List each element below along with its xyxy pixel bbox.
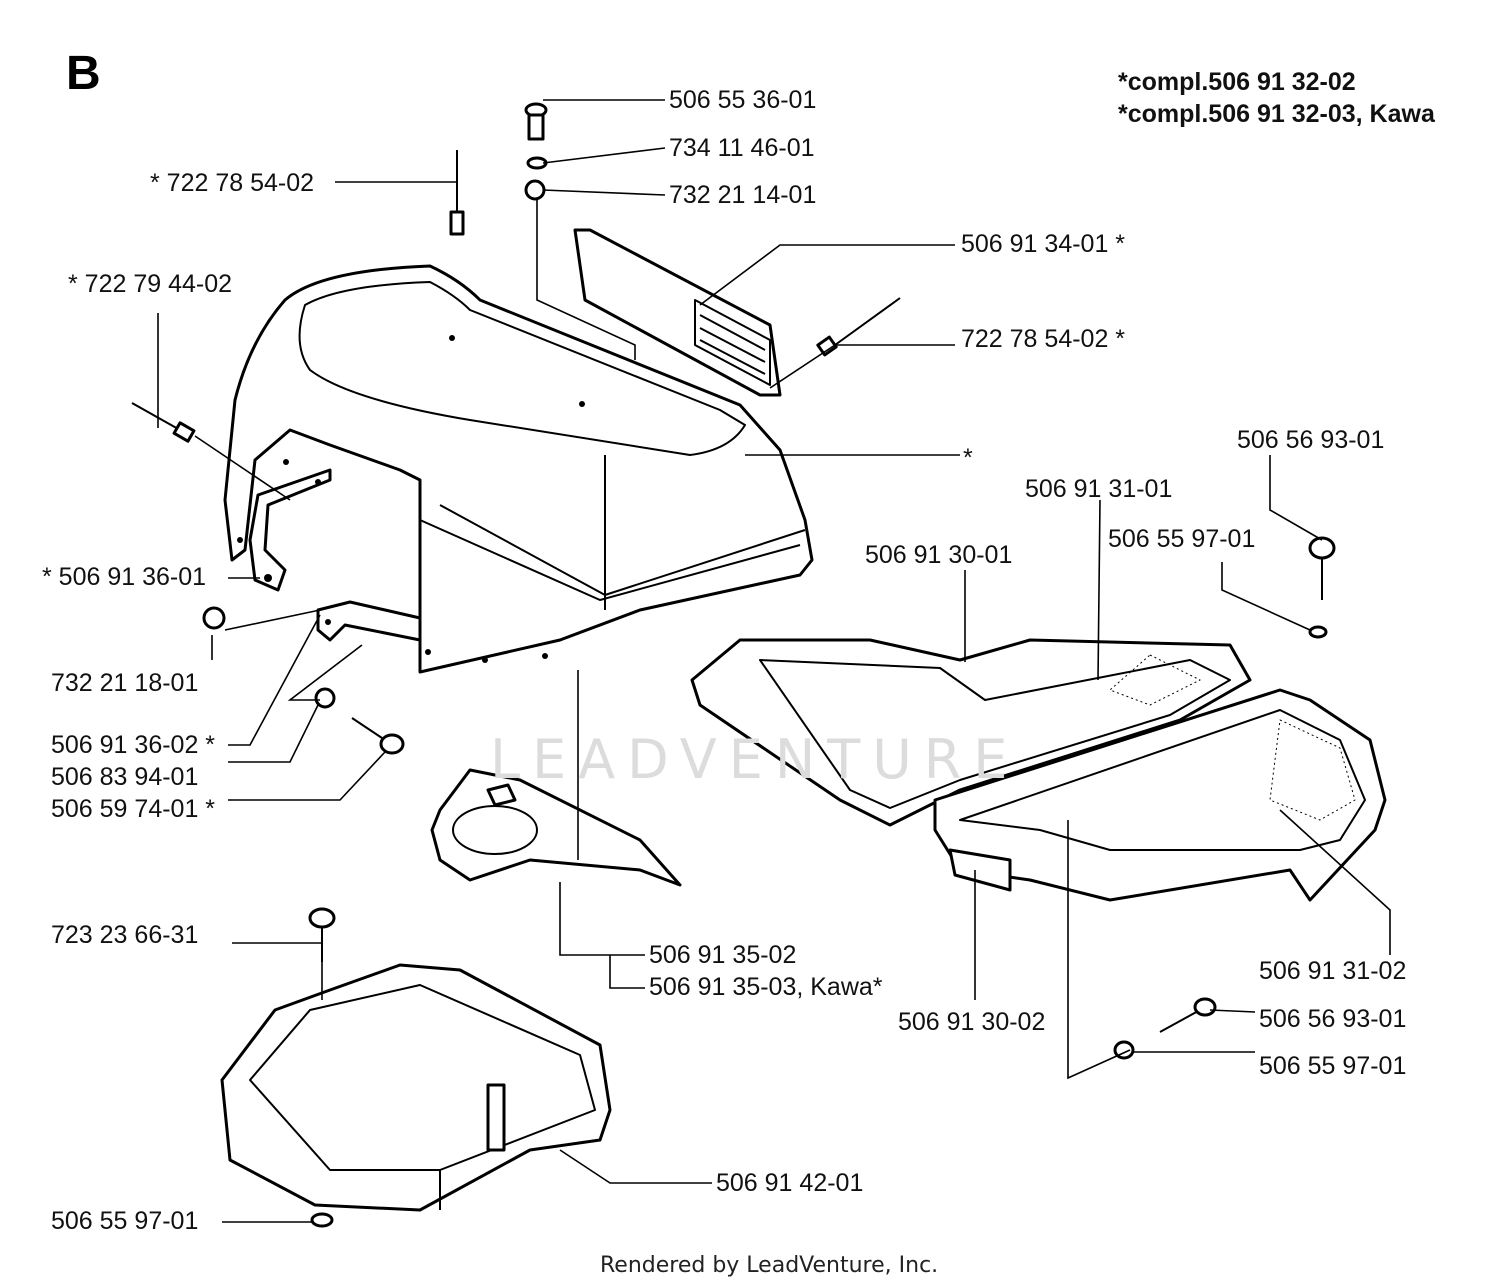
callout-label: 506 91 30-01 — [865, 541, 1013, 569]
leader-lines — [157, 99, 1391, 1223]
screw-upper-right — [1308, 536, 1336, 639]
hood-cover — [223, 264, 814, 674]
rivet-top — [449, 150, 465, 236]
callout-label: 506 55 97-01 — [1108, 525, 1256, 553]
callout-label: 506 91 35-02 — [649, 941, 797, 969]
callout-label: * 722 78 54-02 — [150, 169, 315, 197]
bolt-506597401 — [351, 717, 405, 755]
callout-label: 506 55 97-01 — [51, 1207, 199, 1235]
callout-label: 506 59 74-01 * — [51, 795, 216, 823]
bottom-cover — [220, 963, 612, 1212]
header-note-1: *compl.506 91 32-02 — [1118, 68, 1356, 96]
screw-lower-right — [1113, 997, 1217, 1060]
callout-label: 506 55 36-01 — [669, 86, 817, 114]
washer-bottom — [310, 1212, 334, 1228]
rivet-right — [816, 297, 901, 357]
bracket-lower — [316, 600, 422, 642]
bolt-washer-nut-stack — [524, 102, 548, 201]
rivet-left — [131, 402, 196, 443]
callout-label: 732 21 18-01 — [51, 669, 199, 697]
grille-panel — [573, 228, 782, 397]
callout-label: 506 91 36-02 * — [51, 731, 216, 759]
callout-label: * — [963, 444, 973, 472]
floor-tray-right — [933, 688, 1387, 902]
callout-label: 506 91 35-03, Kawa* — [649, 973, 883, 1001]
washer-506839401 — [314, 687, 336, 709]
nut-732211801 — [202, 606, 226, 630]
callout-label: 506 91 34-01 * — [961, 230, 1126, 258]
watermark: LEADVENTURE — [490, 728, 1020, 791]
callout-label: * 722 79 44-02 — [68, 270, 233, 298]
cup-holder-piece — [430, 768, 682, 887]
callout-label: 506 83 94-01 — [51, 763, 199, 791]
callout-label: 506 91 31-02 — [1259, 957, 1407, 985]
callout-label: 506 91 42-01 — [716, 1169, 864, 1197]
callout-label: 506 91 30-02 — [898, 1008, 1046, 1036]
section-letter: B — [66, 47, 101, 100]
screw-723236631 — [308, 907, 336, 962]
bracket-upper — [248, 468, 332, 592]
callout-label: 506 55 97-01 — [1259, 1052, 1407, 1080]
footer-credit: Rendered by LeadVenture, Inc. — [600, 1253, 939, 1278]
callout-label: 732 21 14-01 — [669, 181, 817, 209]
floor-tray-left — [690, 638, 1252, 827]
callout-label: * 506 91 36-01 — [42, 563, 207, 591]
callout-label: 506 91 31-01 — [1025, 475, 1173, 503]
callout-label: 506 56 93-01 — [1237, 426, 1385, 454]
callout-label: 722 78 54-02 * — [961, 325, 1126, 353]
callout-label: 723 23 66-31 — [51, 921, 199, 949]
callout-label: 734 11 46-01 — [669, 134, 815, 162]
header-note-2: *compl.506 91 32-03, Kawa — [1118, 100, 1435, 128]
callout-label: 506 56 93-01 — [1259, 1005, 1407, 1033]
